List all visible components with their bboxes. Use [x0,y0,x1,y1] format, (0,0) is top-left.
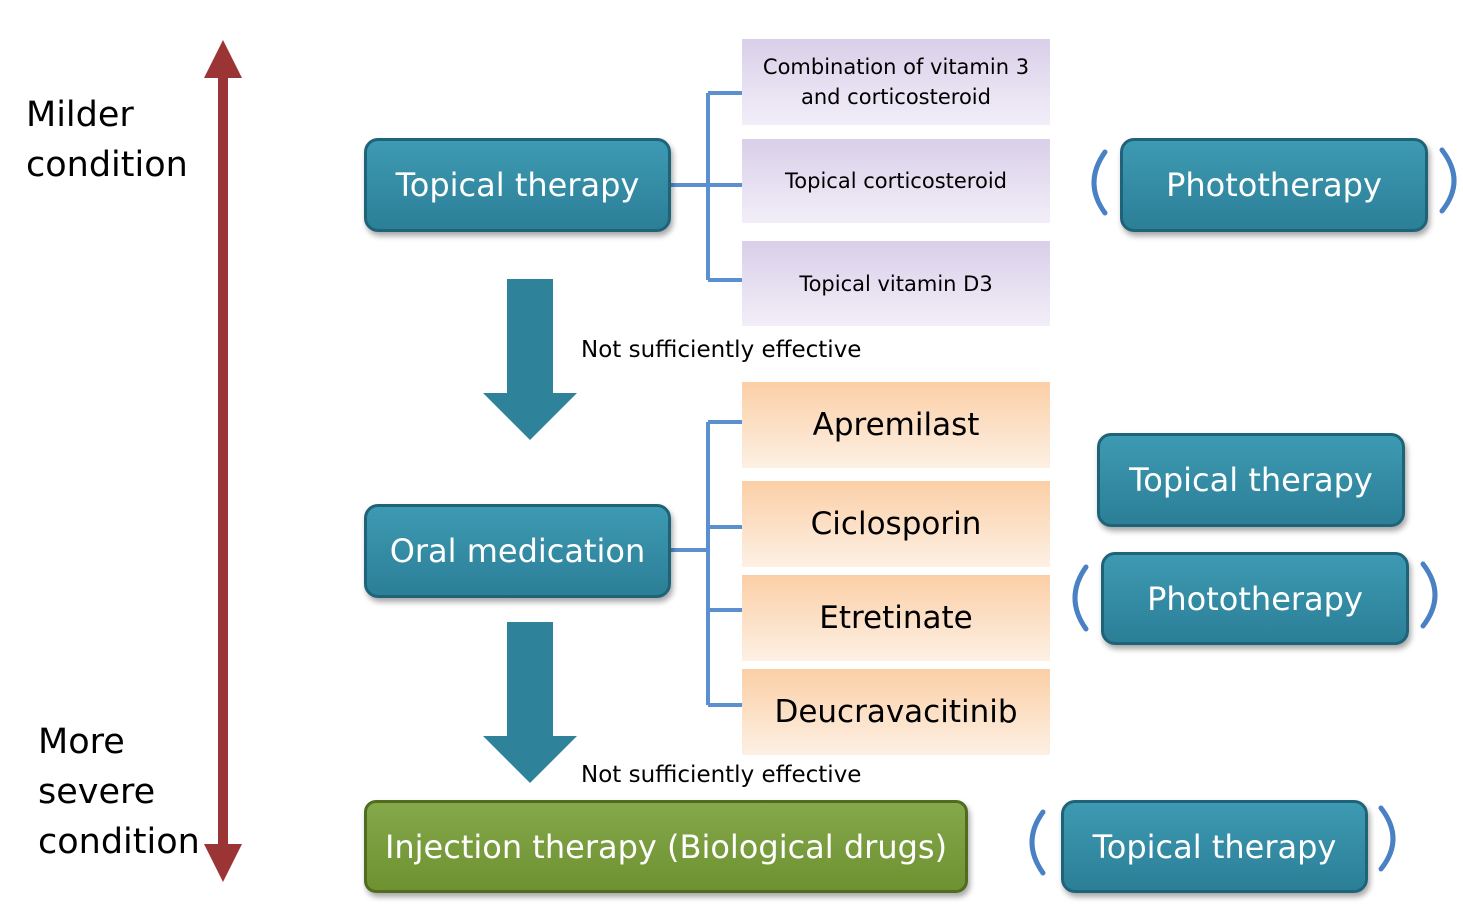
left-paren-topical-3 [1029,809,1046,876]
milder-condition-label: Milder condition [26,95,188,185]
option-ciclosporin: Ciclosporin [742,481,1050,567]
flow-arrow-2 [483,622,577,783]
option-etretinate: Etretinate [742,575,1050,661]
more-severe-condition-label: More severe condition [38,722,200,862]
not-sufficiently-effective-label-2: Not sufficiently effective [581,762,862,788]
not-sufficiently-effective-label-1: Not sufficiently effective [581,337,862,363]
phototherapy-adjunct-2: Phototherapy [1101,552,1409,645]
oral-options-bracket [670,420,742,707]
left-paren-phototherapy-2 [1072,564,1089,632]
topical-therapy-adjunct-2: Topical therapy [1097,433,1405,527]
left-paren-phototherapy-1 [1091,149,1108,216]
topical-options-bracket [670,91,742,282]
injection-therapy-box: Injection therapy (Biological drugs) [364,800,968,893]
option-combination-vitamin-corticosteroid: Combination of vitamin 3 and corticoster… [742,39,1050,125]
topical-therapy-box: Topical therapy [364,138,671,232]
option-topical-vitamin-d3: Topical vitamin D3 [742,241,1050,326]
right-paren-phototherapy-2 [1420,561,1438,629]
flow-arrow-1 [483,279,577,440]
oral-medication-box: Oral medication [364,504,671,598]
phototherapy-adjunct-1: Phototherapy [1120,138,1428,232]
right-paren-topical-3 [1378,805,1396,872]
option-apremilast: Apremilast [742,382,1050,468]
severity-double-arrow [204,40,242,882]
option-deucravacitinib: Deucravacitinib [742,669,1050,755]
right-paren-phototherapy-1 [1439,147,1457,214]
topical-therapy-adjunct-3: Topical therapy [1061,800,1368,893]
option-topical-corticosteroid: Topical corticosteroid [742,139,1050,223]
